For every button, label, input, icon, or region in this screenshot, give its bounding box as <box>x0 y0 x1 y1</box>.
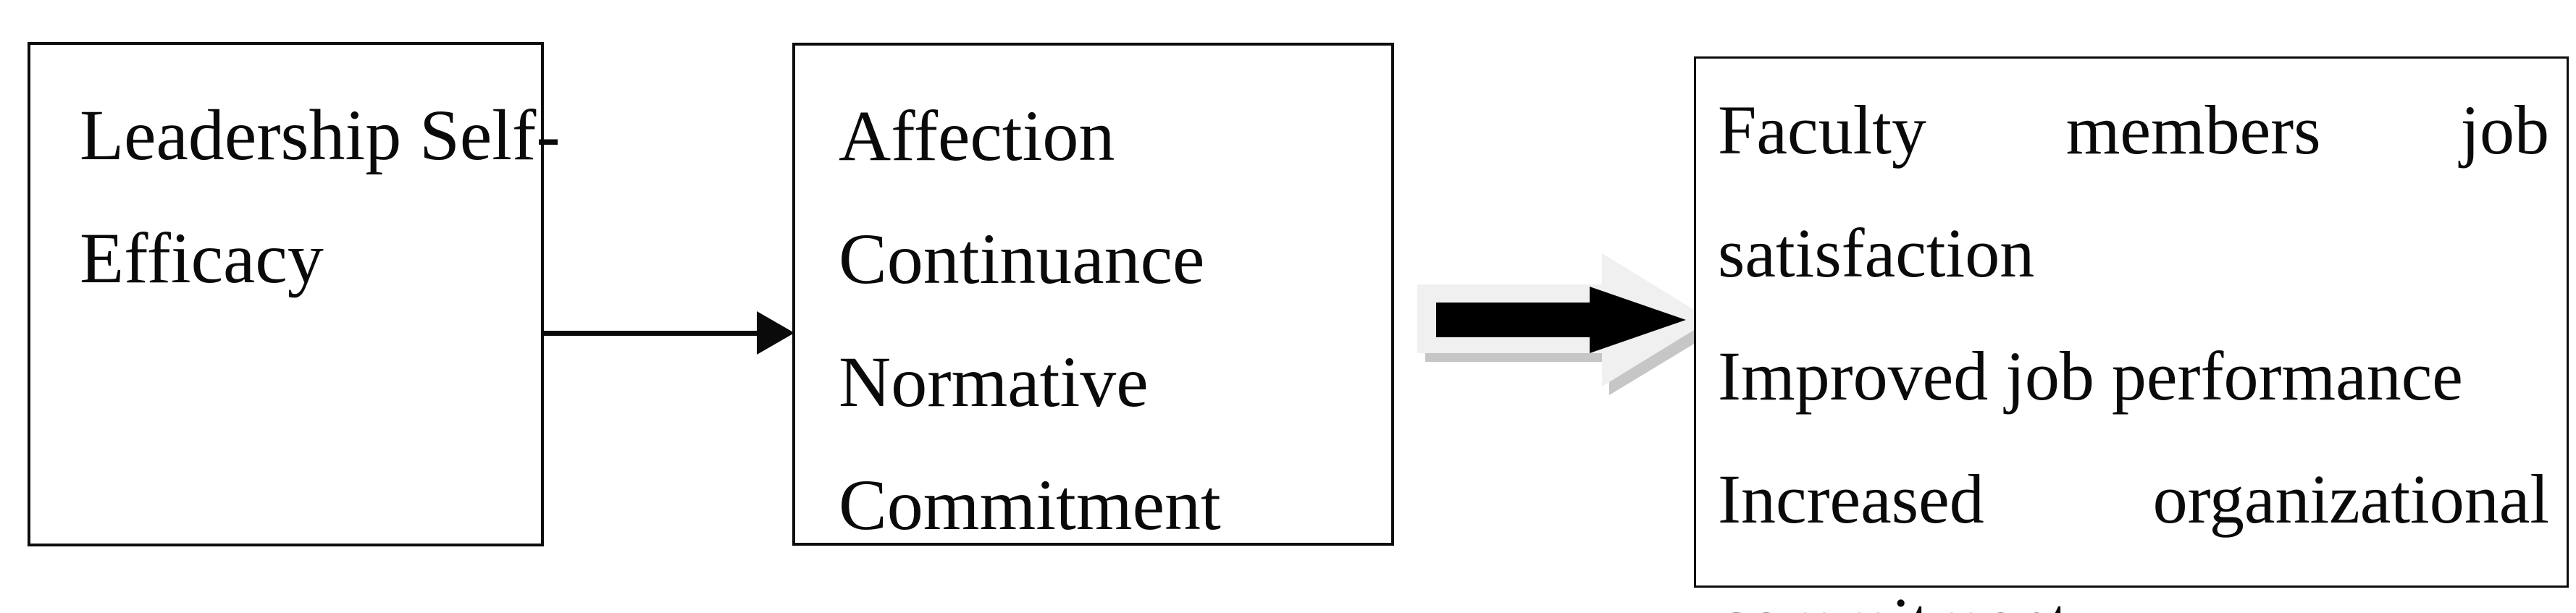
node-commitment-line-4: Commitment <box>839 465 1221 545</box>
node-outcomes-text: Faculty members job satisfaction Improve… <box>1718 69 2549 613</box>
node-leadership-text: Leadership Self- Efficacy <box>80 74 561 320</box>
node-leadership-self-efficacy: Leadership Self- Efficacy <box>28 42 561 546</box>
node-commitment-line-2: Continuance <box>839 219 1205 299</box>
arrow-shaft <box>542 331 760 336</box>
node-leadership-line-2: Efficacy <box>80 218 324 298</box>
node-faculty-outcomes: Faculty members job satisfaction Improve… <box>1694 56 2569 613</box>
node-commitment-line-3: Normative <box>839 342 1149 422</box>
node-commitment-line-1: Affection <box>839 96 1115 176</box>
node-outcomes-paragraph-2: Improved job performance <box>1718 337 2463 415</box>
node-leadership-line-1: Leadership Self- <box>80 95 561 175</box>
node-outcomes-paragraph-1: Faculty members job satisfaction <box>1718 91 2549 292</box>
arrow-head-icon <box>757 311 794 355</box>
node-commitment-text: Affection Continuance Normative Commitme… <box>839 75 1346 567</box>
node-outcomes-paragraph-3: Increased organizational commitment <box>1718 460 2549 613</box>
block-arrow-fill <box>1436 287 1686 353</box>
arrow-leadership-to-commitment-icon <box>542 311 794 355</box>
node-organizational-commitment: Affection Continuance Normative Commitme… <box>792 43 1394 546</box>
block-arrow-commitment-to-outcomes-icon <box>1412 245 1724 397</box>
